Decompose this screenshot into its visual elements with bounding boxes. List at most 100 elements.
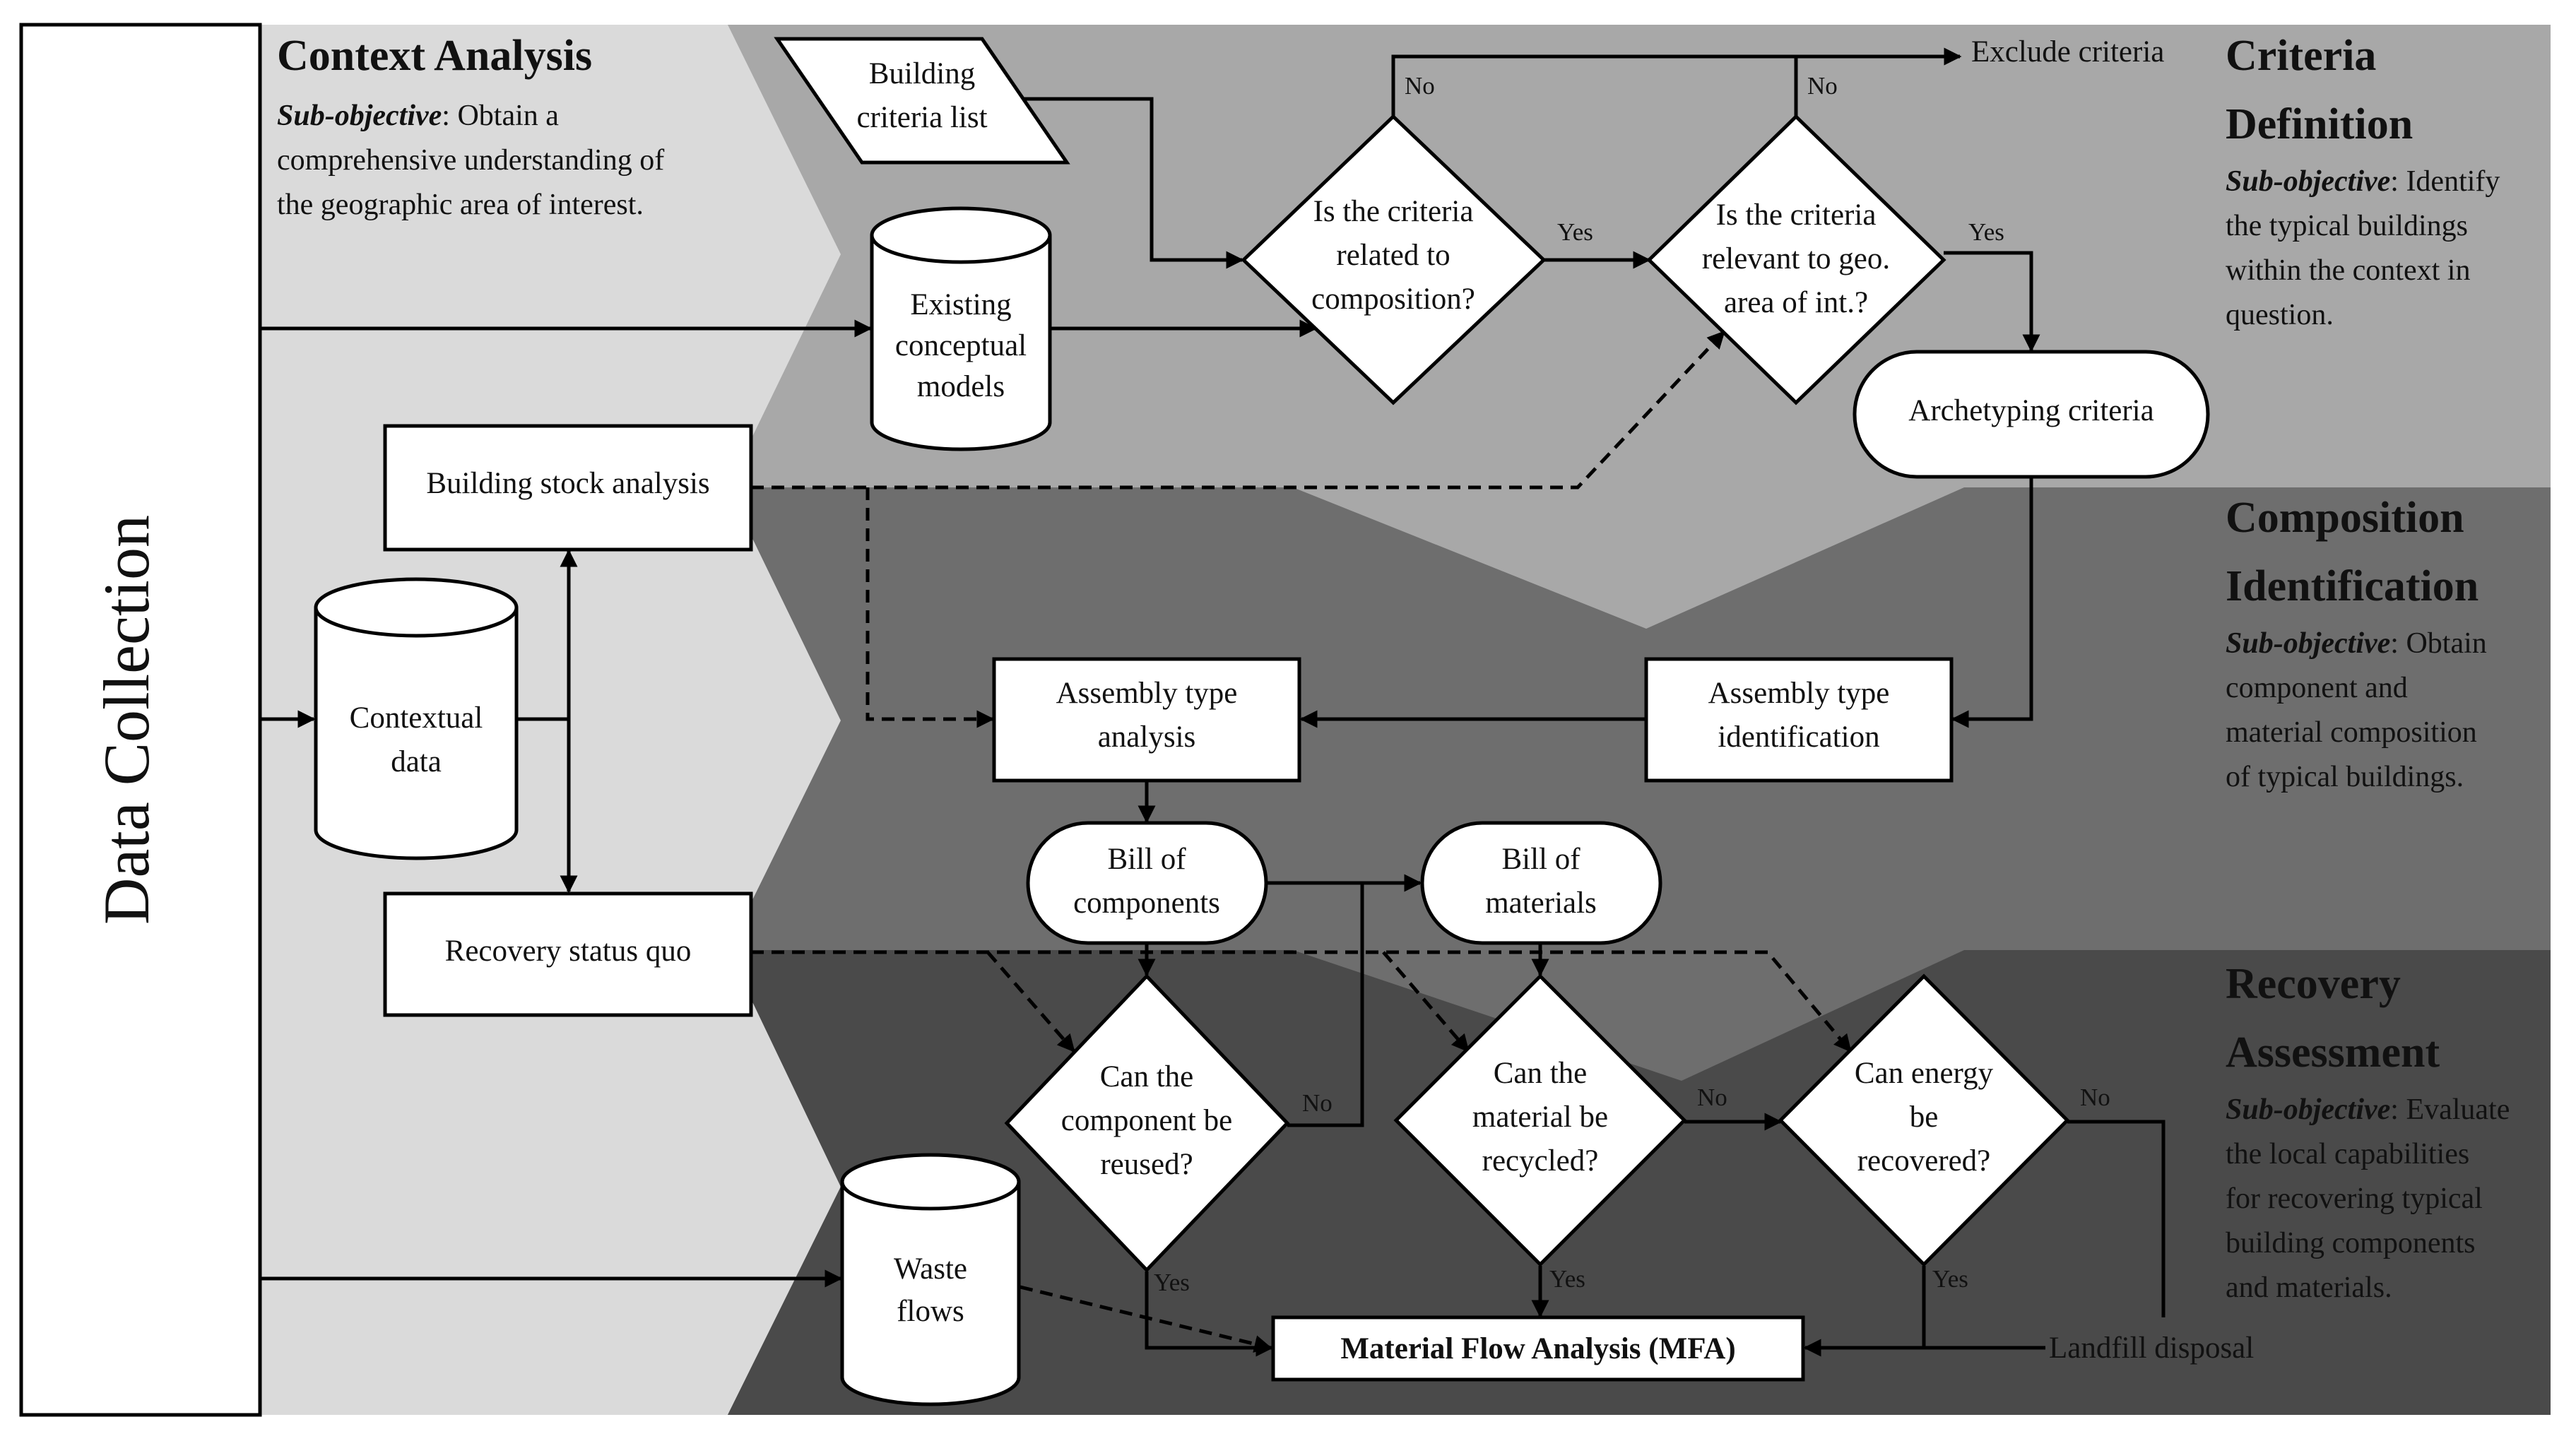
recovery-sub-line-5: and materials. [2226, 1271, 2392, 1304]
building-criteria-list-line-1: Building [869, 57, 976, 90]
assembly-analysis-line-2: analysis [1098, 721, 1196, 754]
section-context: Context Analysis Sub-objective: Obtain a… [277, 32, 664, 221]
edge-waste-flows-to-mfa [1020, 1285, 1272, 1353]
building-stock-label: Building stock analysis [426, 467, 709, 500]
data-collection-column: Data Collection [19, 23, 262, 1417]
criteria-composition-line-3: composition? [1311, 283, 1475, 316]
material-recycled-line-2: material be [1472, 1101, 1608, 1134]
edge-recovery-status-to-recycled [1382, 951, 1470, 1053]
label-no-relevant: No [1807, 72, 1838, 100]
criteria-relevant-line-1: Is the criteria [1716, 198, 1877, 232]
composition-sub-line-3: material composition [2226, 716, 2477, 749]
criteria-composition-line-2: related to [1336, 239, 1450, 272]
criteria-sub-line-2: the typical buildings [2226, 210, 2468, 242]
label-no-energy: No [2080, 1084, 2110, 1111]
existing-models-line-2: conceptual [895, 329, 1027, 362]
edge-recovery-status-to-energy [751, 950, 1852, 1053]
assembly-analysis-line-1: Assembly type [1056, 677, 1238, 710]
criteria-relevant-line-2: relevant to geo. [1702, 242, 1890, 275]
edge-energy-no-to-landfill [2067, 1120, 2166, 1317]
criteria-composition-line-1: Is the criteria [1313, 195, 1474, 228]
assembly-type-identification: Assembly type identification [1644, 657, 1954, 783]
decision-component-reused: Can the component be reused? [1004, 973, 1290, 1273]
section-criteria: Criteria Definition Sub-objective: Ident… [2226, 32, 2500, 331]
contextual-data-line-1: Contextual [350, 701, 483, 735]
edge-recovery-status-to-reused [986, 951, 1075, 1053]
bill-components-line-2: components [1073, 887, 1220, 920]
label-no-composition: No [1405, 72, 1435, 100]
edge-building-stock-to-assembly-analysis [865, 487, 995, 728]
label-no-reused: No [1302, 1089, 1333, 1117]
context-title: Context Analysis [277, 32, 592, 80]
energy-recovered-line-3: recovered? [1857, 1144, 1991, 1178]
label-yes-composition: Yes [1557, 218, 1593, 246]
criteria-title-line-1: Criteria [2226, 32, 2376, 80]
label-yes-energy: Yes [1932, 1265, 1968, 1293]
bill-of-materials: Bill of materials [1420, 821, 1662, 945]
bill-materials-line-2: materials [1485, 887, 1597, 920]
component-reused-line-3: reused? [1100, 1148, 1193, 1181]
recovery-status-label: Recovery status quo [445, 935, 692, 968]
edge-composition-no-to-exclude [1391, 47, 1962, 117]
decision-energy-recovered: Can energy be recovered? [1778, 973, 2070, 1267]
bill-of-components: Bill of components [1026, 821, 1268, 945]
archetyping-criteria-label: Archetyping criteria [1908, 394, 2153, 427]
material-recycled-line-1: Can the [1494, 1057, 1588, 1090]
mfa-box: Material Flow Analysis (MFA) [1271, 1315, 1805, 1382]
bill-materials-line-1: Bill of [1501, 843, 1581, 876]
recovery-title-line-1: Recovery [2226, 960, 2401, 1008]
recovery-title-line-2: Assessment [2226, 1028, 2440, 1077]
edge-building-stock-to-relevant [751, 331, 1725, 490]
assembly-type-analysis: Assembly type analysis [992, 657, 1301, 783]
criteria-sub-line-4: question. [2226, 299, 2334, 331]
waste-flows-line-2: flows [897, 1295, 964, 1328]
composition-sub-line-2: component and [2226, 672, 2408, 704]
existing-models-line-1: Existing [910, 288, 1011, 321]
contextual-data-cylinder: Contextual data [314, 577, 519, 860]
waste-flows-line-1: Waste [894, 1252, 967, 1286]
context-sub-line-2: comprehensive understanding of [277, 144, 664, 177]
edges [260, 47, 2166, 1357]
edge-labels: No No Yes Yes No No No Yes Yes Yes [1154, 72, 2110, 1296]
building-stock-analysis: Building stock analysis [383, 424, 753, 552]
composition-sub-line-4: of typical buildings. [2226, 761, 2464, 793]
decision-material-recycled: Can the material be recycled? [1393, 973, 1687, 1267]
waste-flows-cylinder: Waste flows [840, 1153, 1021, 1406]
label-no-recycled: No [1697, 1084, 1727, 1111]
energy-recovered-line-1: Can energy [1855, 1057, 1994, 1090]
label-yes-reused: Yes [1154, 1269, 1190, 1296]
composition-title-line-1: Composition [2226, 494, 2464, 542]
contextual-data-line-2: data [391, 745, 442, 778]
data-collection-label: Data Collection [90, 515, 163, 925]
label-yes-recycled: Yes [1549, 1265, 1585, 1293]
composition-sub-line-1: Sub-objective: Obtain [2226, 627, 2487, 660]
archetyping-criteria: Archetyping criteria [1853, 350, 2210, 479]
building-criteria-list-line-2: criteria list [856, 101, 987, 134]
criteria-relevant-line-3: area of int.? [1724, 286, 1868, 319]
landfill-disposal: Landfill disposal [2049, 1332, 2254, 1365]
component-reused-line-2: component be [1061, 1104, 1232, 1137]
edge-archetyping-to-assembly-identification [1951, 477, 2033, 728]
recovery-sub-line-3: for recovering typical [2226, 1182, 2483, 1215]
assembly-identification-line-2: identification [1718, 721, 1879, 754]
existing-models-line-3: models [917, 370, 1005, 403]
energy-recovered-line-2: be [1910, 1101, 1939, 1134]
decision-criteria-relevant: Is the criteria relevant to geo. area of… [1646, 114, 1946, 405]
section-recovery: Recovery Assessment Sub-objective: Evalu… [2226, 960, 2510, 1304]
recovery-sub-line-4: building components [2226, 1227, 2475, 1259]
criteria-sub-line-3: within the context in [2226, 254, 2470, 287]
edge-relevant-yes-to-archetyping [1944, 251, 2040, 352]
existing-models-cylinder: Existing conceptual models [870, 206, 1052, 451]
edge-reused-no-to-bill-materials [1287, 883, 1364, 1127]
component-reused-line-1: Can the [1100, 1060, 1194, 1093]
recovery-sub-line-2: the local capabilities [2226, 1138, 2469, 1170]
assembly-identification-line-1: Assembly type [1708, 677, 1890, 710]
mfa-label: Material Flow Analysis (MFA) [1340, 1332, 1735, 1365]
section-composition: Composition Identification Sub-objective… [2226, 494, 2487, 793]
label-yes-relevant: Yes [1968, 218, 2004, 246]
exclude-criteria: Exclude criteria [1971, 35, 2164, 69]
bill-components-line-1: Bill of [1107, 843, 1186, 876]
criteria-title-line-2: Definition [2226, 100, 2413, 148]
edge-reused-yes-to-mfa [1145, 1271, 1274, 1357]
